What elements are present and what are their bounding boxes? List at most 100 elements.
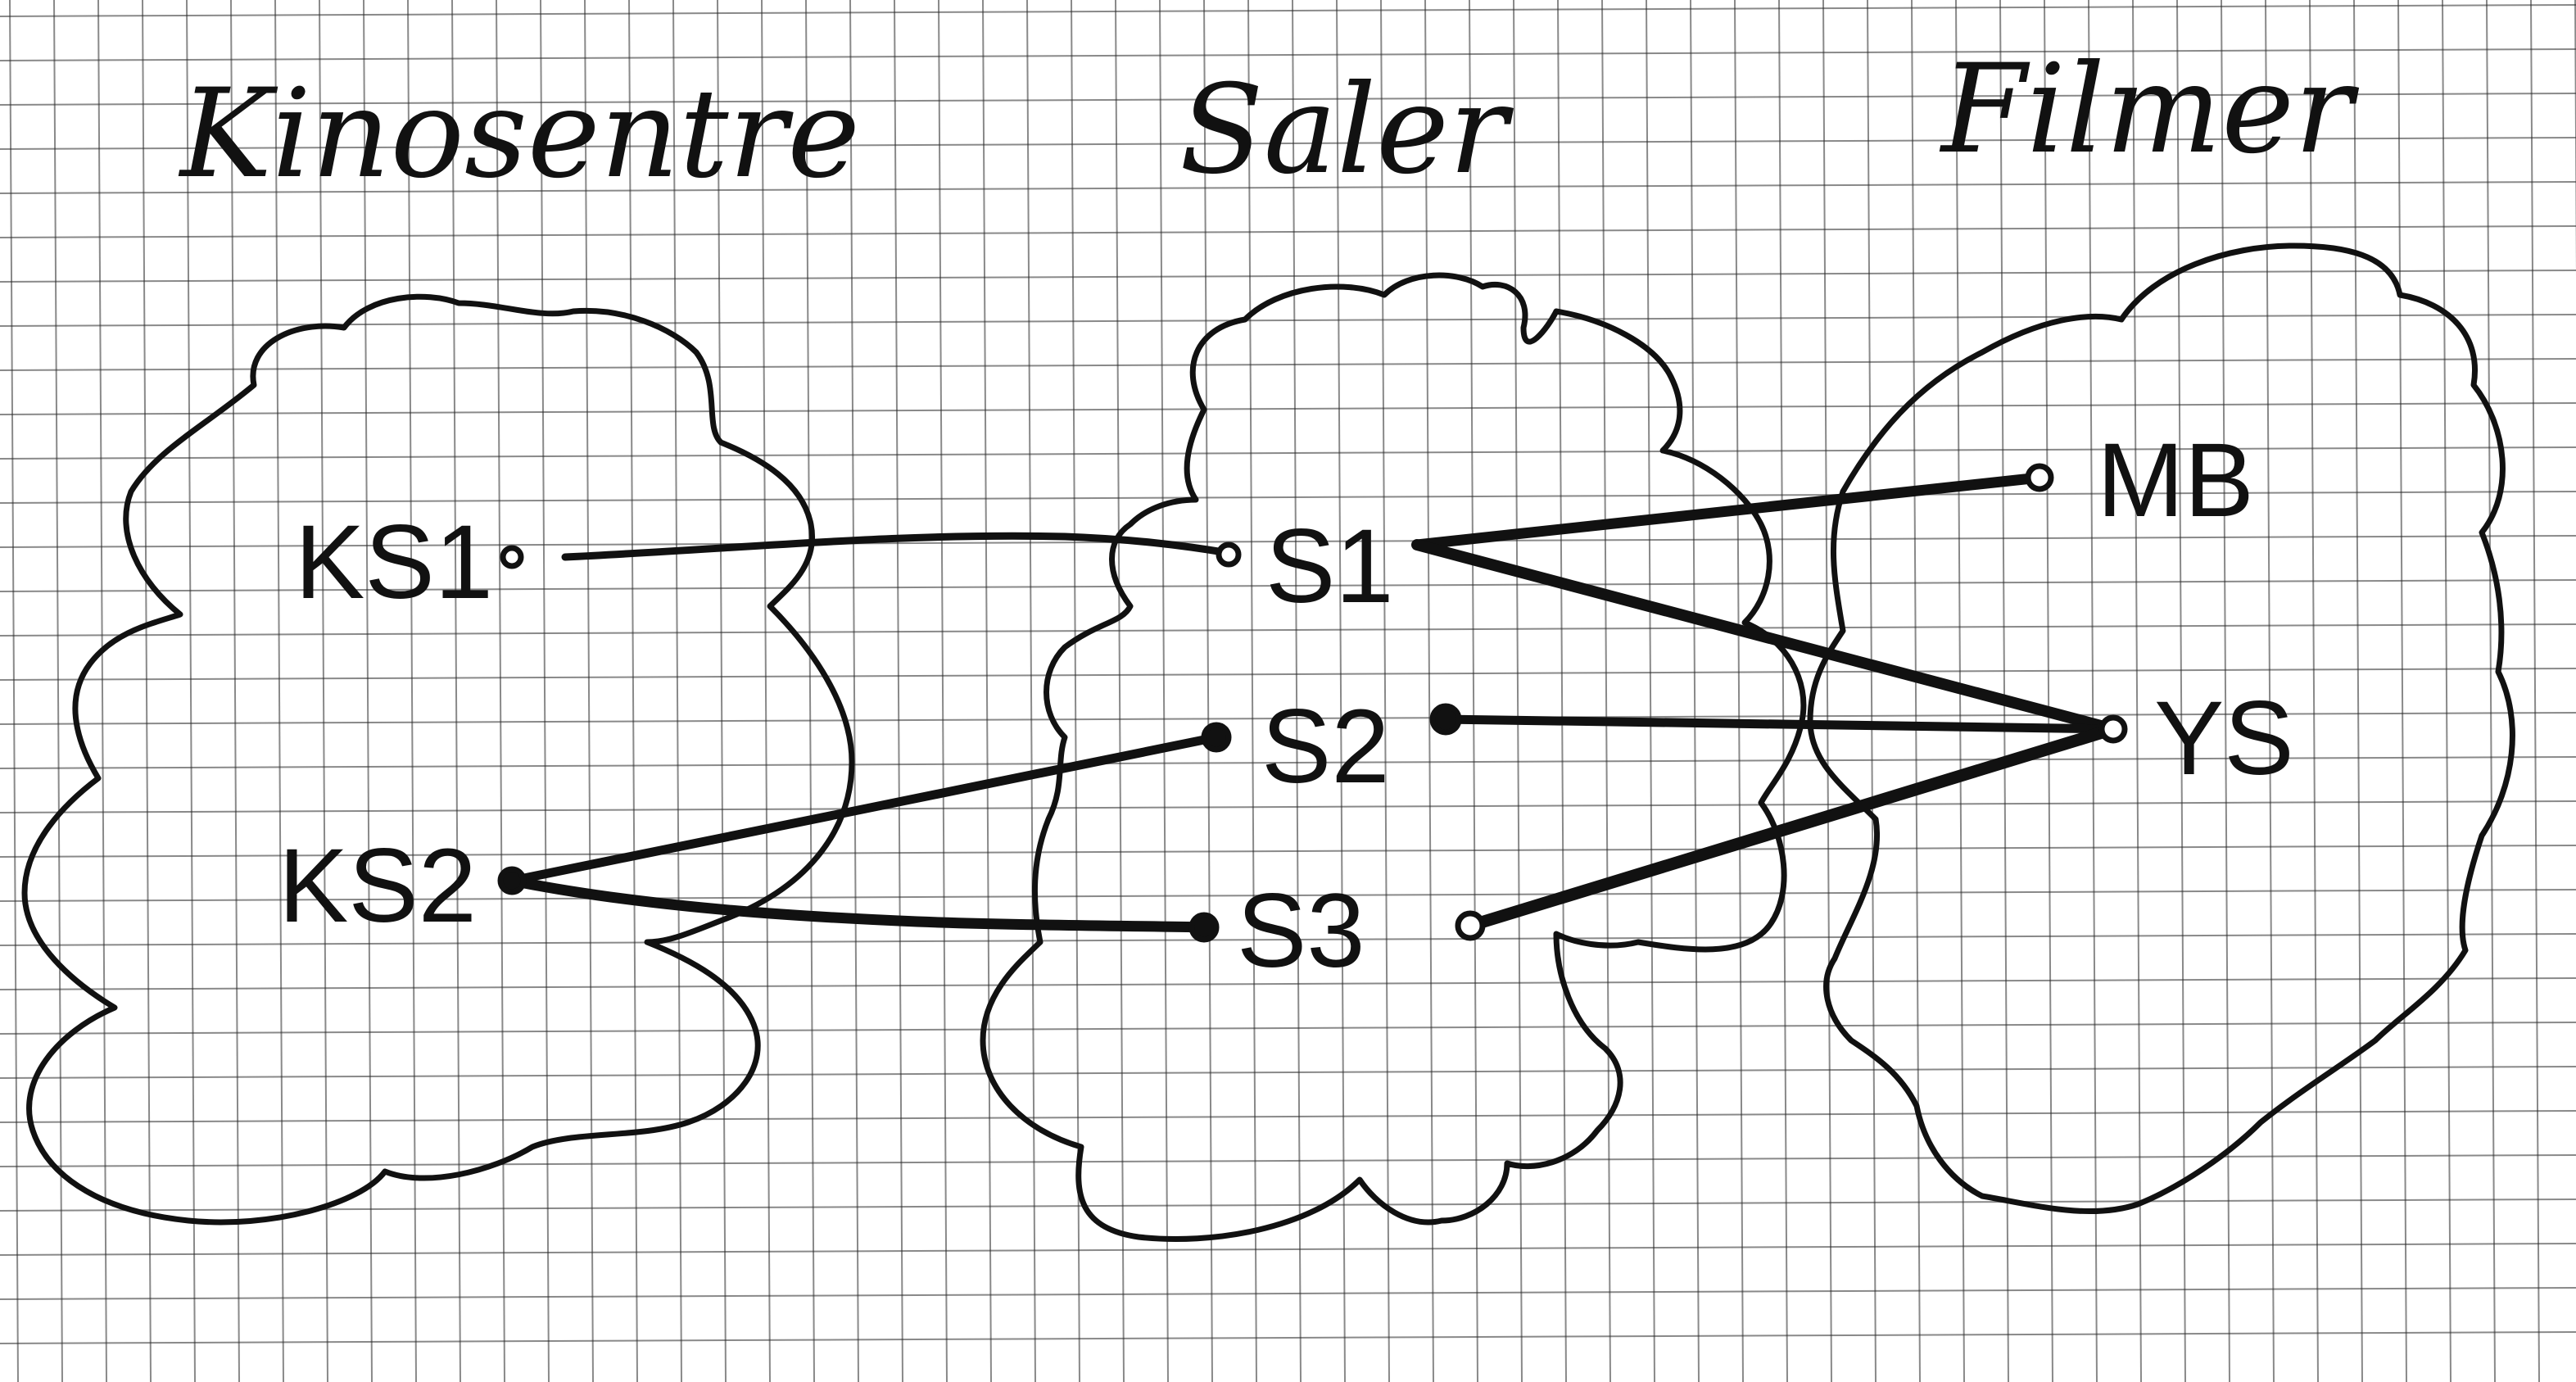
grid-line-vertical [2309,0,2319,1382]
grid-line-vertical [319,0,328,1382]
grid-line-vertical [628,0,638,1382]
grid-line-horizontal [0,1198,2576,1212]
grid-line-vertical [1159,0,1169,1382]
grid-line-vertical [97,0,107,1382]
node-dot-s3-right [1455,910,1486,941]
grid-line-horizontal [0,358,2576,371]
grid-line-vertical [274,0,284,1382]
node-dots [497,463,2128,943]
group-title-saler: Saler [1179,59,1514,202]
group-title-kinosentre: Kinosentre [178,63,860,206]
edge-ks2-s3 [506,875,1210,933]
grid-line-vertical [2442,0,2452,1382]
grid-line-vertical [2265,0,2275,1382]
grid-line-vertical [584,0,594,1382]
grid-line-horizontal [0,4,2576,17]
grid-line-vertical [1601,0,1611,1382]
grid-line-horizontal [0,933,2576,946]
grid-line-horizontal [0,800,2576,813]
grid-line-vertical [2176,0,2186,1382]
grid-line-vertical [1557,0,1567,1382]
grid-line-horizontal [0,756,2576,769]
grid-line-horizontal [0,181,2576,194]
grid-line-horizontal [0,1154,2576,1167]
grid-line-vertical [1424,0,1434,1382]
grid-line-vertical [805,0,815,1382]
grid-line-vertical [540,0,550,1382]
node-dot-ks1 [500,545,524,569]
edges [506,472,2120,933]
grid-line-vertical [1336,0,1346,1382]
grid-line-vertical [2044,0,2053,1382]
grid-line-horizontal [0,93,2576,106]
node-dot-ks2 [497,866,527,895]
grid-line-vertical [717,0,727,1382]
grid-line-vertical [1203,0,1213,1382]
node-label-s2: S2 [1261,688,1390,805]
grid-line-horizontal [0,712,2576,725]
node-label-mb: MB [2097,422,2254,539]
grid-line-vertical [1778,0,1788,1382]
grid-line-horizontal [0,668,2576,681]
grid-line-vertical [1734,0,1744,1382]
node-dot-s1 [1216,541,1242,568]
node-dot-s3-left [1188,912,1220,943]
grid-line-horizontal [0,491,2576,504]
grid-line-vertical [363,0,373,1382]
grid-line-vertical [1247,0,1257,1382]
grid-line-vertical [2397,0,2407,1382]
grid-line-horizontal [0,977,2576,990]
node-label-ks1: KS1 [295,504,493,621]
grid-line-vertical [496,0,505,1382]
grid-line-vertical [1646,0,1655,1382]
grid-line-horizontal [0,314,2576,327]
grid-line-vertical [407,0,417,1382]
grid-line-horizontal [0,446,2576,460]
grid-line-vertical [9,0,19,1382]
grid-line-horizontal [0,845,2576,858]
grid-line-vertical [451,0,461,1382]
grid-line-horizontal [0,889,2576,902]
node-dot-s2-right [1429,703,1462,736]
grid-line-vertical [894,0,903,1382]
node-dot-s2-left [1201,722,1232,753]
grid-line-vertical [2486,0,2496,1382]
grid-line-vertical [186,0,196,1382]
grid-line-vertical [982,0,992,1382]
grid-line-horizontal [0,1066,2576,1079]
grid-line-vertical [1999,0,2009,1382]
grid-line-horizontal [0,402,2576,415]
grid-line-vertical [1469,0,1478,1382]
node-dot-ys [2098,714,2128,744]
grid-line-vertical [2353,0,2363,1382]
grid-line-vertical [2088,0,2098,1382]
grid-line-vertical [230,0,240,1382]
grid-line-vertical [1292,0,1302,1382]
grid-line-vertical [849,0,859,1382]
grid-line-horizontal [0,1243,2576,1256]
grid-line-horizontal [0,48,2576,61]
grid-line-horizontal [0,1022,2576,1035]
grid-line-vertical [1513,0,1523,1382]
grid-line-vertical [1026,0,1036,1382]
grid-line-vertical [1690,0,1700,1382]
grid-line-vertical [1822,0,1832,1382]
grid-line-vertical [761,0,771,1382]
grid-line-horizontal [0,1331,2576,1344]
node-label-ys: YS [2154,680,2294,797]
edge-s2-ys [1441,714,2118,734]
grid-line-vertical [1867,0,1877,1382]
grid-line-vertical [53,0,63,1382]
cloud-kinosentre [21,293,855,1226]
grid-line-horizontal [0,1110,2576,1123]
grid-line-vertical [1911,0,1921,1382]
node-dot-mb [2025,463,2054,492]
edge-s3-ys [1464,723,2120,932]
cloud-filmer [1807,242,2515,1215]
grid-line-horizontal [0,270,2576,283]
grid-line-horizontal [0,137,2576,150]
node-label-ks2: KS2 [278,827,477,945]
grid-line-horizontal [0,225,2576,238]
